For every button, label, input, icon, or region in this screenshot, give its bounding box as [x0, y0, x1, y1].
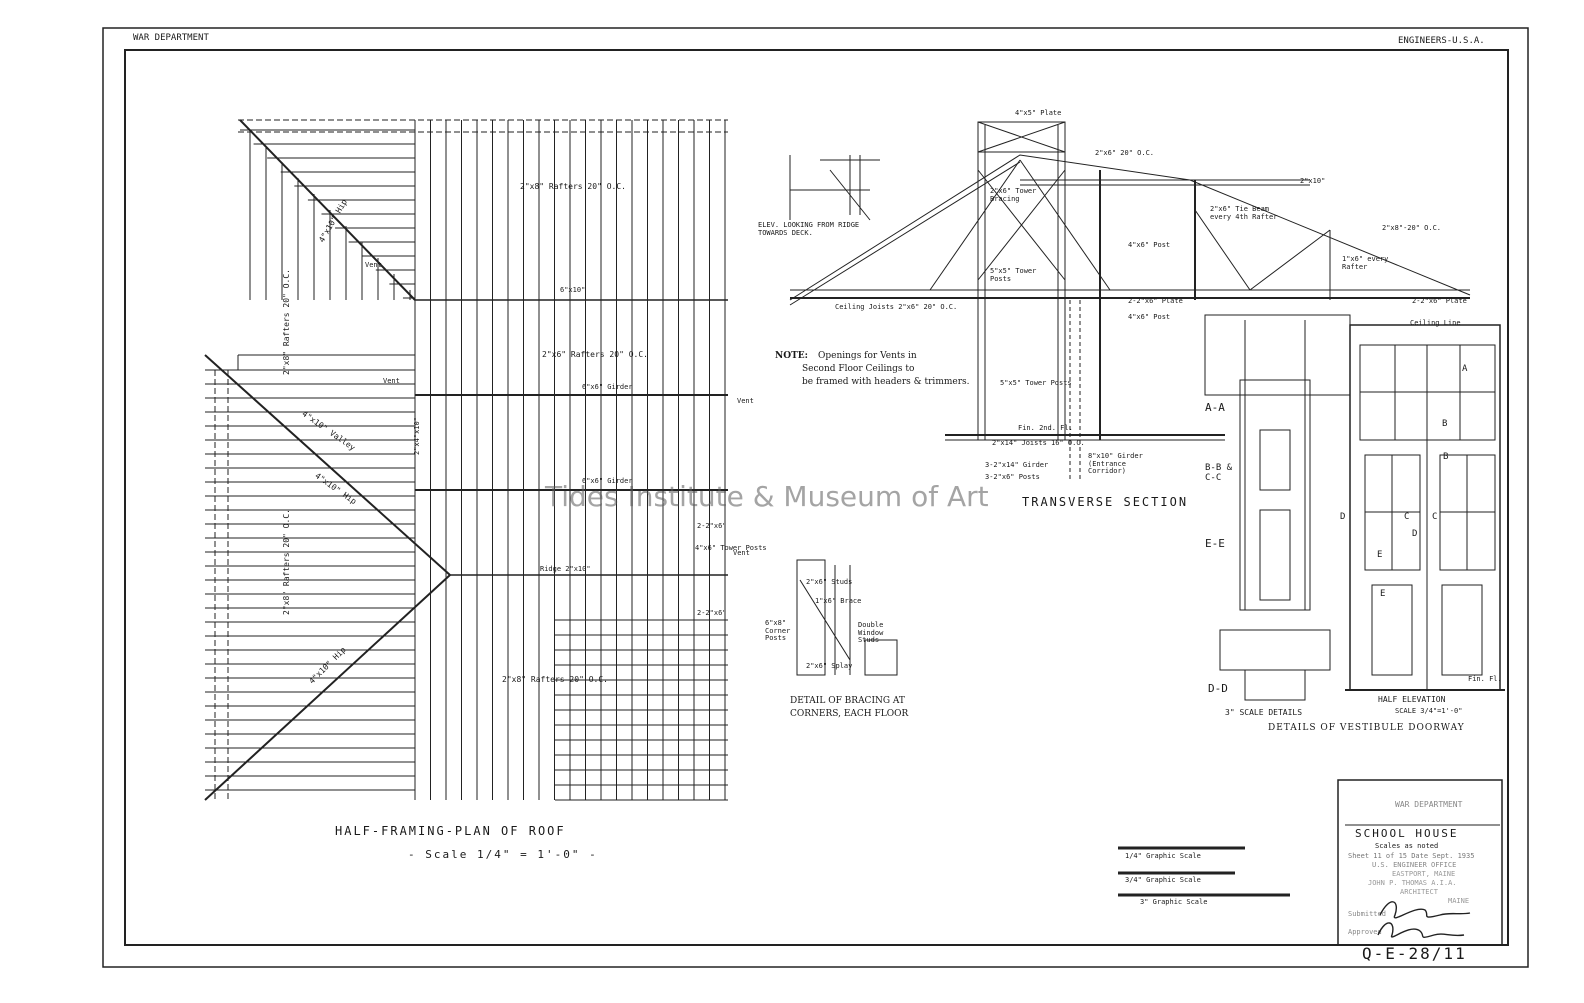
letter-E: E [1380, 589, 1386, 599]
sheet-border [102, 27, 1529, 968]
title-block-submitted: Submitted [1348, 910, 1386, 918]
section-label: 2"x6" Tie Beam every 4th Rafter [1210, 205, 1278, 221]
section-marker: A-A [1205, 401, 1225, 414]
roof-label: Vent [365, 261, 382, 269]
note-line: be framed with headers & trimmers. [802, 377, 970, 387]
roof-label: Ridge 2"x10" [540, 565, 591, 573]
title-block-office: U.S. ENGINEER OFFICE [1372, 861, 1457, 869]
graphic-scale-label: 3/4" Graphic Scale [1125, 876, 1201, 884]
section-label: 3-2"x6" Posts [985, 473, 1040, 481]
letter-C: C [1404, 512, 1410, 522]
half-elevation-title: HALF ELEVATION [1378, 695, 1446, 704]
title-block-sheet: Sheet 11 of 15 Date Sept. 1935 [1348, 852, 1475, 860]
section-label: 2"x10" [1300, 177, 1326, 185]
roof-label: 2"x8" Rafters 20" O.C. [520, 182, 626, 191]
title-block-title: SCHOOL HOUSE [1355, 827, 1459, 840]
drawing-number: Q-E-28/11 [1362, 944, 1467, 963]
roof-label: 2-2"x6" [697, 609, 727, 617]
bracing-title: DETAIL OF BRACING AT [790, 696, 905, 706]
bracing-label: 2"x6" Splay [806, 662, 853, 670]
scale-details: 3" SCALE DETAILS [1225, 708, 1303, 717]
letter-E: E [1377, 550, 1383, 560]
section-label: 2"x6" Tower Bracing [990, 187, 1037, 203]
letter-A: A [1462, 364, 1468, 374]
transverse-section [789, 121, 1471, 480]
note-heading: NOTE: [775, 351, 808, 361]
section-label: 5"x5" Tower Posts [990, 267, 1037, 283]
graphic-scale-label: 3" Graphic Scale [1140, 898, 1208, 906]
section-label: 1"x6" every Rafter [1342, 255, 1389, 271]
roof-label: 6"x10" [560, 286, 586, 294]
bracing-label: 6"x8" Corner Posts [765, 619, 791, 643]
section-label: 4"x6" Post [1128, 313, 1171, 321]
roof-framing-plan [204, 119, 728, 801]
roof-label: Vent [733, 549, 750, 557]
section-marker: B-B & C-C [1205, 463, 1233, 483]
section-label: 4"x5" Plate [1015, 109, 1062, 117]
roof-label: Vent [737, 397, 754, 405]
section-label: 3-2"x14" Girder [985, 461, 1049, 469]
title-block-location: EASTPORT, MAINE [1392, 870, 1456, 878]
section-label: Ceiling Line [1410, 319, 1461, 327]
graphic-scales [1118, 846, 1290, 897]
fin-fl: Fin. Fl. [1468, 675, 1502, 683]
letter-B: B [1443, 452, 1449, 462]
roof-label: 2"x6" Rafters 20" O.C. [542, 350, 648, 359]
section-marker: E-E [1205, 537, 1225, 550]
roof-plan-title: HALF-FRAMING-PLAN OF ROOF [335, 824, 566, 838]
watermark: Tides Institute & Museum of Art [545, 480, 989, 513]
section-marker: D-D [1208, 682, 1228, 695]
note-line: Second Floor Ceilings to [802, 364, 915, 374]
vestibule-details [1204, 314, 1505, 701]
letter-D: D [1340, 512, 1346, 522]
roof-label: Vent [383, 377, 400, 385]
roof-line [204, 354, 451, 576]
title-block-frame [1337, 779, 1503, 946]
letter-D: D [1412, 529, 1418, 539]
letter-B: B [1442, 419, 1448, 429]
roof-plan-scale: - Scale 1/4" = 1'-0" - [408, 848, 598, 861]
header-right: ENGINEERS-U.S.A. [1398, 36, 1485, 46]
section-label: 5"x5" Tower Posts [1000, 379, 1072, 387]
vestibule-title: DETAILS OF VESTIBULE DOORWAY [1268, 723, 1465, 733]
title-block-dept: WAR DEPARTMENT [1395, 800, 1463, 809]
title-block-approved: Approved [1348, 928, 1382, 936]
section-label: 2"x14" Joists 16" O.C. [992, 439, 1085, 447]
section-label: 2-2"x6" Plate [1128, 297, 1183, 305]
note-line: Openings for Vents in [818, 351, 917, 361]
header-left: WAR DEPARTMENT [133, 33, 209, 43]
section-label: 8"x10" Girder (Entrance Corridor) [1088, 452, 1143, 476]
section-title: TRANSVERSE SECTION [1022, 495, 1189, 509]
half-elevation-scale: SCALE 3/4"=1'-0" [1395, 707, 1463, 715]
bracing-detail [796, 559, 898, 676]
bracing-label: Double Window Studs [858, 621, 884, 645]
title-block-city: MAINE [1448, 897, 1470, 905]
roof-label: 2"x8" Rafters 20" O.C. [502, 675, 608, 684]
bracing-label: 1"x6" Brace [815, 597, 862, 605]
title-block-architect: JOHN P. THOMAS A.I.A. [1368, 879, 1457, 887]
roof-line [204, 574, 451, 801]
letter-C: C [1432, 512, 1438, 522]
graphic-scale-label: 1/4" Graphic Scale [1125, 852, 1201, 860]
bracing-title: CORNERS, EACH FLOOR [790, 709, 909, 719]
section-label: Fin. 2nd. Fl. [1018, 424, 1073, 432]
title-block-scales: Scales as noted [1375, 842, 1439, 850]
roof-line [239, 119, 416, 301]
roof-label: 2-2"x6" [697, 522, 727, 530]
roof-label: 6"x6" Girder [582, 477, 633, 485]
elev-note: ELEV. LOOKING FROM RIDGE TOWARDS DECK. [758, 221, 860, 237]
section-label: Ceiling Joists 2"x6" 20" O.C. [835, 303, 958, 311]
section-label: 2-2"x6" Plate [1412, 297, 1467, 305]
section-label: 2"x6" 20" O.C. [1095, 149, 1155, 157]
title-block-architect-role: ARCHITECT [1400, 888, 1438, 896]
roof-label: 6"x6" Girder [582, 383, 633, 391]
section-label: 2"x8"-20" O.C. [1382, 224, 1442, 232]
section-label: 4"x6" Post [1128, 241, 1171, 249]
bracing-label: 2"x6" Studs [806, 578, 853, 586]
roof-label: 4"x6" Tower Posts [695, 544, 767, 552]
